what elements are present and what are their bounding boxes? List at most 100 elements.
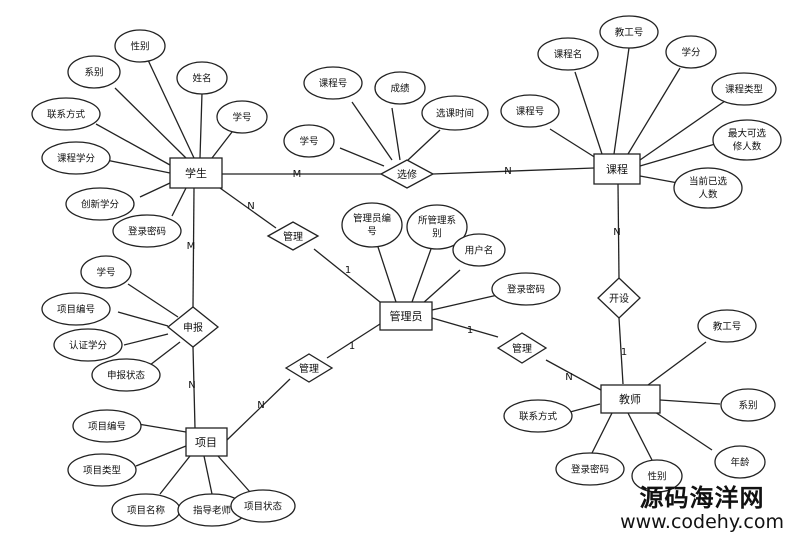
- entity-course-label: 课程: [606, 163, 628, 176]
- rel-manage-student-label: 管理: [283, 230, 303, 243]
- attr-student-pwd-ellipse: [112, 214, 182, 248]
- rel-open-diamond: [597, 277, 641, 319]
- watermark-url: www.codehy.com: [620, 511, 784, 533]
- attr-course-max-line1: 最大可选: [728, 128, 767, 140]
- card-student-enroll: M: [293, 169, 302, 180]
- edge-course-name: [574, 71, 603, 155]
- watermark-site-name: 源码海洋网: [639, 483, 765, 512]
- card-open-teacher: 1: [621, 347, 627, 358]
- edge-open-teacher: [618, 317, 624, 385]
- edge-admin-no: [377, 246, 397, 303]
- attr-admin-no-ellipse: [341, 202, 403, 248]
- attr-student-credit-ellipse: [41, 141, 111, 175]
- attr-student-id: 学号: [232, 112, 251, 124]
- edge-apply-status: [149, 341, 181, 366]
- attr-apply-credit-ellipse: [53, 328, 123, 362]
- entity-admin-label: 管理员: [390, 309, 423, 323]
- edge-student-innov: [139, 182, 171, 198]
- rel-enroll-label: 选修: [397, 168, 417, 181]
- edge-apply-credit: [123, 333, 169, 346]
- attr-apply-sid-ellipse: [80, 255, 132, 289]
- attr-project-name: 项目名称: [127, 505, 166, 517]
- attr-enroll-time: 选课时间: [436, 108, 474, 120]
- edge-enroll-score: [391, 107, 401, 161]
- rel-apply-diamond: [166, 306, 220, 348]
- edge-admin-pwd: [431, 293, 503, 311]
- edge-course-type: [639, 100, 726, 161]
- attr-course-type: 课程类型: [725, 84, 764, 96]
- edge-project-name: [159, 455, 191, 495]
- attr-student-dept: 系别: [84, 68, 103, 79]
- edge-teacher-dept: [659, 399, 721, 405]
- edge-enroll-course: [432, 167, 595, 175]
- edge-project-type: [135, 445, 187, 467]
- attr-admin-pwd-ellipse: [491, 272, 561, 306]
- attribute-ellipses: [31, 15, 782, 527]
- edge-admin-dept: [411, 248, 432, 303]
- card-student-apply: M: [187, 241, 196, 252]
- attr-course-name: 课程名: [554, 49, 583, 61]
- edge-manage-admin: [313, 248, 381, 303]
- edge-teacher-age: [651, 409, 713, 451]
- attr-course-name-ellipse: [537, 37, 599, 71]
- attr-enroll-sid-ellipse: [283, 124, 335, 158]
- edge-student-id: [211, 131, 233, 159]
- edge-course-tno: [613, 47, 630, 155]
- edge-student-dept: [114, 87, 187, 159]
- edge-student-gender: [147, 59, 195, 159]
- entity-admin-box: [379, 301, 433, 331]
- attr-teacher-contact: 联系方式: [519, 411, 558, 423]
- attr-course-tno-ellipse: [599, 15, 659, 49]
- attr-teacher-tno: 教工号: [713, 321, 742, 333]
- edge-course-cno: [549, 128, 597, 159]
- watermark: 源码海洋网 www.codehy.com: [620, 483, 784, 534]
- edge-student-contact: [95, 123, 171, 166]
- attr-course-cur-ellipse: [673, 167, 743, 209]
- attr-admin-no-line1: 管理员编: [353, 213, 391, 225]
- attr-student-dept-ellipse: [67, 55, 121, 89]
- attr-project-type: 项目类型: [83, 465, 122, 477]
- edge-student-name: [199, 92, 203, 159]
- attr-student-contact: 联系方式: [47, 109, 86, 121]
- attr-enroll-time-ellipse: [421, 95, 489, 131]
- edge-admin-manage-t: [431, 317, 499, 338]
- edge-teacher-pwd: [591, 412, 613, 454]
- attr-enroll-cno: 课程号: [319, 79, 348, 90]
- card-manage-t-teacher: N: [565, 372, 572, 383]
- rel-manage-project-label: 管理: [299, 362, 319, 375]
- attr-enroll-score: 成绩: [390, 83, 410, 95]
- rel-manage-student-diamond: [266, 221, 320, 251]
- card-student-manage: N: [247, 201, 254, 212]
- relationship-diamonds: [166, 159, 641, 383]
- attr-teacher-dept: 系别: [738, 401, 757, 412]
- edge-student-apply: [192, 187, 195, 308]
- attr-apply-sid: 学号: [96, 267, 115, 279]
- rel-manage-project-diamond: [284, 353, 334, 383]
- attr-teacher-pwd-ellipse: [555, 452, 625, 486]
- card-enroll-course: N: [504, 166, 511, 177]
- edge-teacher-tno: [647, 341, 707, 386]
- attr-student-gender: 性别: [130, 41, 149, 53]
- edge-course-open: [617, 183, 620, 279]
- attr-student-id-ellipse: [216, 100, 268, 134]
- attr-enroll-cno-ellipse: [303, 66, 363, 100]
- entity-teacher-label: 教师: [619, 393, 641, 406]
- entity-project-box: [185, 427, 228, 457]
- attr-admin-dept-line1: 所管理系: [418, 215, 456, 227]
- attr-teacher-age: 年龄: [730, 457, 750, 469]
- edge-project-manage: [226, 378, 291, 441]
- entity-teacher-box: [600, 384, 661, 414]
- attr-teacher-pwd: 登录密码: [571, 464, 609, 476]
- edge-project-status: [217, 455, 251, 493]
- edge-course-cur: [639, 175, 679, 184]
- edge-teacher-contact: [569, 403, 601, 413]
- edge-student-manage: [219, 187, 277, 229]
- card-manage-p-admin: 1: [349, 341, 355, 352]
- attr-course-type-ellipse: [711, 72, 777, 106]
- edge-manage-t-teacher: [545, 359, 602, 391]
- attr-enroll-sid: 学号: [299, 136, 318, 148]
- attr-student-name-ellipse: [176, 61, 228, 95]
- attr-course-max-ellipse: [712, 119, 782, 161]
- connector-lines: [95, 47, 726, 495]
- edge-project-pno: [137, 423, 187, 433]
